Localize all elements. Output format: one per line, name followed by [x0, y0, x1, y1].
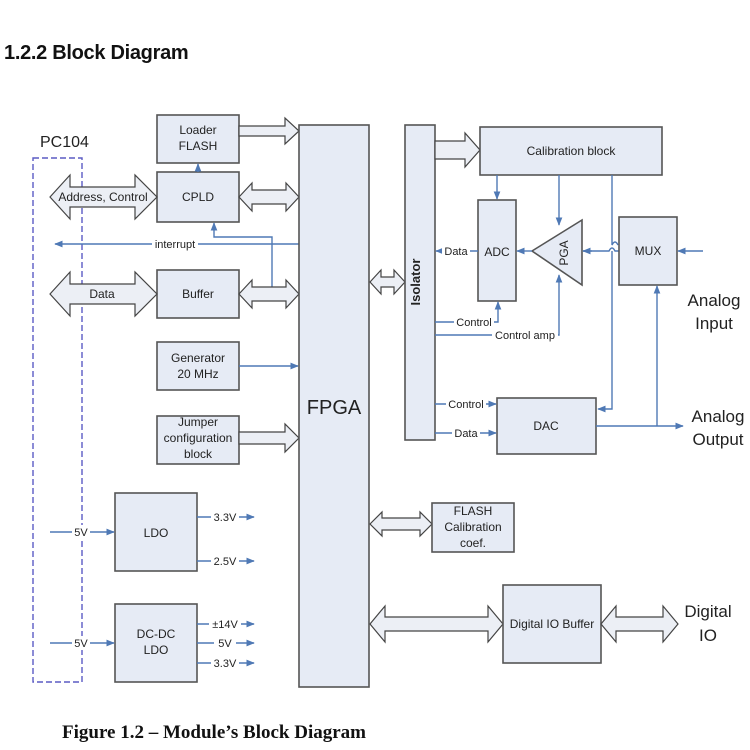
- generator-line2: 20 MHz: [177, 367, 218, 381]
- analog-input-line1: Analog: [688, 291, 741, 310]
- buffer-fpga-bus: [238, 278, 300, 310]
- cpld-block: CPLD: [156, 171, 240, 223]
- calibration-block: Calibration block: [479, 126, 663, 176]
- flash-cal-line1: FLASH: [454, 504, 493, 518]
- data-bus: [49, 270, 158, 318]
- jumper-block: Jumper configuration block: [156, 415, 240, 465]
- jumper-line2: configuration: [164, 431, 233, 445]
- dcdc-line1: DC-DC: [137, 627, 176, 641]
- flash-cal-line2: Calibration: [444, 520, 501, 534]
- generator-block: Generator 20 MHz: [156, 341, 240, 391]
- mux-label: MUX: [635, 244, 662, 258]
- dac-label: DAC: [533, 419, 559, 433]
- pga-amplifier: PGA: [530, 218, 583, 287]
- isolator-label: Isolator: [408, 259, 423, 306]
- pga-label: PGA: [557, 240, 571, 265]
- isolator-calibration-bus: [434, 131, 481, 169]
- dcdc-input-label: 5V: [74, 638, 88, 650]
- pc104-bus-region: [32, 157, 83, 683]
- analog-output-line1: Analog: [692, 407, 745, 426]
- loader-flash-line1: Loader: [179, 123, 216, 137]
- jumper-line1: Jumper: [178, 415, 218, 429]
- dac-control-label: Control: [448, 399, 483, 411]
- figure-caption: Figure 1.2 – Module’s Block Diagram: [62, 722, 366, 743]
- loader-flash-line2: FLASH: [179, 139, 218, 153]
- ldo-out2-label: 2.5V: [214, 556, 237, 568]
- fpga-flash-cal-bus: [369, 510, 433, 538]
- fpga-dio-bus: [369, 604, 504, 644]
- dio-external-bus: [600, 604, 679, 644]
- digital-io-line1: Digital: [684, 602, 731, 621]
- buffer-label: Buffer: [182, 287, 214, 301]
- analog-input-line2: Input: [695, 314, 733, 333]
- dcdc-line2: LDO: [144, 643, 169, 657]
- adc-control-label: Control: [456, 317, 491, 329]
- dcdc-out3-label: 3.3V: [214, 658, 237, 670]
- control-amp-label: Control amp: [495, 330, 555, 342]
- mux-block: MUX: [618, 216, 678, 286]
- buffer-block: Buffer: [156, 269, 240, 319]
- ldo-out1-label: 3.3V: [214, 512, 237, 524]
- address-control-bus: [49, 173, 158, 221]
- section-heading: 1.2.2 Block Diagram: [4, 42, 189, 64]
- flash-calibration-block: FLASH Calibration coef.: [431, 502, 515, 553]
- jumper-fpga-bus: [238, 422, 300, 454]
- dac-block: DAC: [496, 397, 597, 455]
- control-amp-line: [435, 274, 563, 336]
- loader-fpga-bus: [238, 116, 300, 146]
- ldo-input-label: 5V: [74, 527, 88, 539]
- loader-flash-block: Loader FLASH: [156, 114, 240, 164]
- calibration-label: Calibration block: [527, 144, 617, 158]
- cpld-feedback-line: [210, 222, 273, 290]
- dcdc-out2-label: 5V: [218, 638, 232, 650]
- dcdc-block: DC-DC LDO: [114, 603, 198, 683]
- interrupt-label: interrupt: [155, 239, 195, 251]
- isolator-block: Isolator: [404, 124, 436, 441]
- adc-data-label: Data: [444, 246, 468, 258]
- ldo-block: LDO: [114, 492, 198, 572]
- dcdc-out1-label: ±14V: [212, 619, 238, 631]
- pc104-label: PC104: [40, 134, 89, 151]
- jumper-line3: block: [184, 447, 213, 461]
- generator-line1: Generator: [171, 351, 225, 365]
- digital-io-line2: IO: [699, 626, 717, 645]
- address-control-label: Address, Control: [58, 190, 147, 204]
- dac-data-label: Data: [454, 428, 478, 440]
- fpga-isolator-bus: [369, 268, 406, 296]
- fpga-label: FPGA: [307, 397, 362, 419]
- cpld-fpga-bus: [238, 181, 300, 213]
- ldo-label: LDO: [144, 526, 169, 540]
- cal-dac-line: [599, 175, 619, 410]
- analog-output-line2: Output: [692, 430, 743, 449]
- adc-block: ADC: [477, 199, 517, 302]
- flash-cal-line3: coef.: [460, 536, 486, 550]
- mux-pga-line: [583, 247, 619, 252]
- digital-io-buffer-block: Digital IO Buffer: [502, 584, 602, 664]
- data-bus-label: Data: [89, 287, 115, 301]
- dio-buffer-label: Digital IO Buffer: [510, 617, 594, 631]
- cpld-label: CPLD: [182, 190, 214, 204]
- fpga-block: FPGA: [298, 124, 370, 688]
- adc-label: ADC: [484, 245, 510, 259]
